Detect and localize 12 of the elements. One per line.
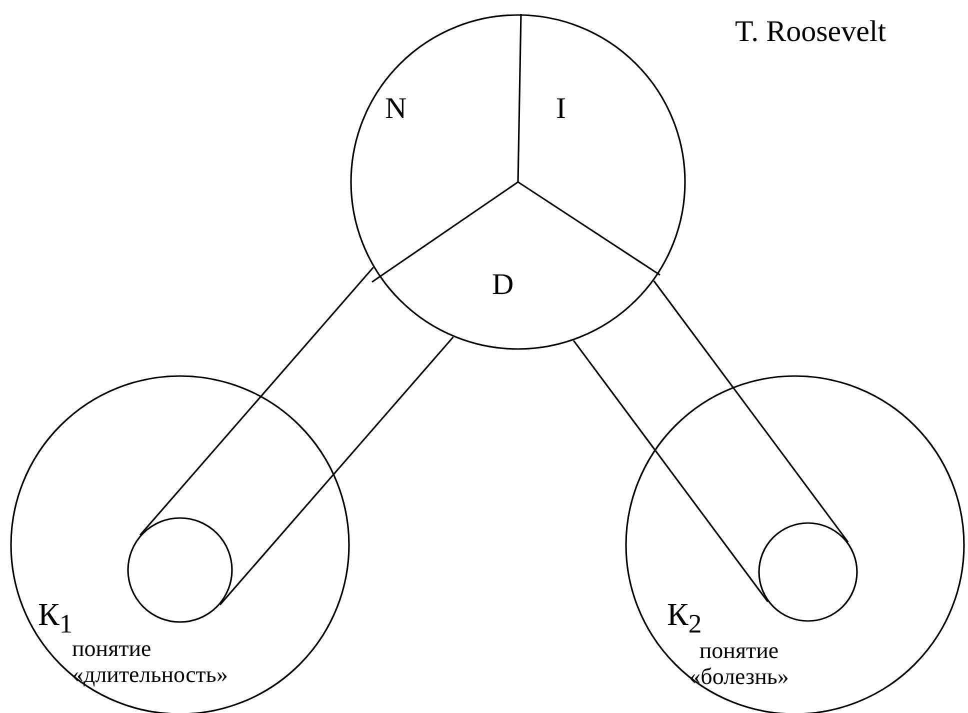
connector-line [139, 266, 374, 536]
connector-line [219, 336, 454, 606]
sector-label: I [556, 92, 566, 126]
connector-line [572, 340, 769, 602]
concept-description: понятие «болезнь» [688, 638, 790, 691]
sector-label: N [385, 92, 407, 126]
concept-description: понятие «длительность» [72, 636, 229, 689]
sector-label: D [492, 268, 514, 302]
author-name: T. Roosevelt [735, 15, 886, 49]
concept-symbol: К$_{2}$ [667, 596, 702, 640]
connector-line [653, 280, 849, 543]
concept-symbol: К$_{1}$ [38, 596, 73, 640]
